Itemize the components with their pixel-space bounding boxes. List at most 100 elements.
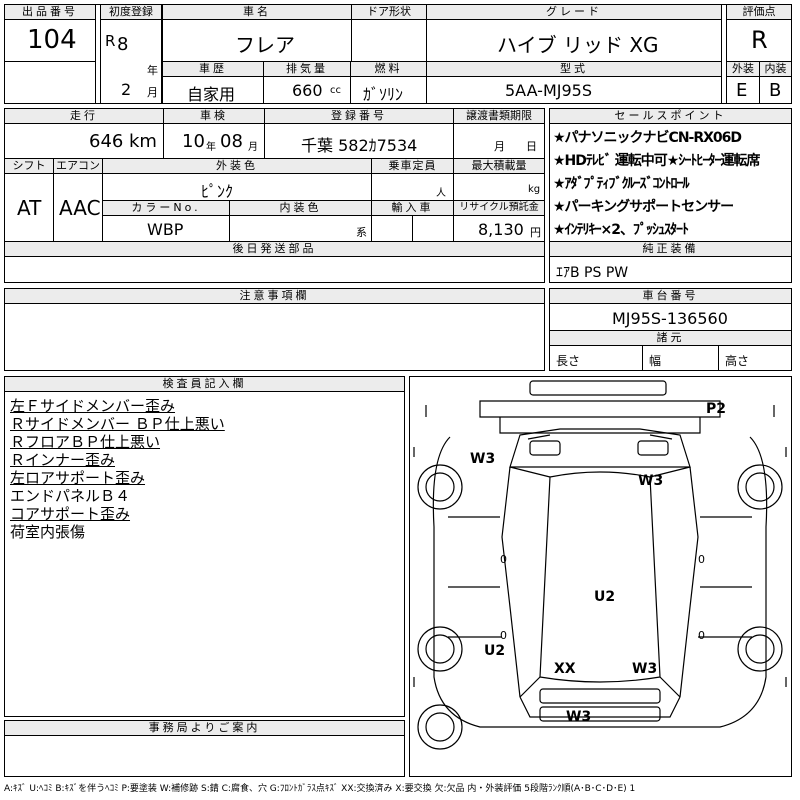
shift-label: シフト [4,158,54,174]
grade-label: グレード [426,4,722,20]
capacity-cell: 人 [371,173,454,201]
transfer-month: 月 [494,140,505,153]
int-label: 内装 [759,61,792,77]
shift-cell: AT [4,173,54,242]
month-unit: 月 [147,86,158,99]
dims-length: 長さ [556,354,581,368]
lot-blank-cell [4,61,96,104]
dims-height: 高さ [725,354,750,368]
mark-u2-roof: U2 [594,589,615,605]
ext-cell: E [726,76,760,104]
score-label: 評価点 [726,4,792,20]
sales-point: ★パーキングサポートセンサー [553,199,734,215]
inspector-remark: コアサポート歪み [10,505,131,523]
capacity-label: 乗車定員 [371,158,454,174]
inspector-remark: Ｒサイドメンバー ＢＰ仕上悪い [10,415,225,433]
equipment-cell: ｴｱB PS PW [549,256,792,283]
import-cell-a [371,215,413,242]
year-unit: 年 [147,64,158,77]
mileage-cell: 646 km [4,123,164,159]
shift: AT [17,196,42,220]
later-parts-label: 後日発送部品 [4,241,545,257]
insp-year: 10 [182,131,205,152]
equipment: ｴｱB PS PW [556,265,629,281]
sales-point: ★パナソニックナビCN-RX06D [553,130,742,146]
load-label: 最大積載量 [453,158,545,174]
load-cell: kg [453,173,545,201]
mileage-label: 走行 [4,108,164,124]
score-cell: R [726,19,792,62]
intcolor-unit: 系 [356,226,367,239]
mark-w3-front-left: W3 [470,451,495,467]
car-name: フレア [235,33,295,57]
chassis-number: MJ95S-136560 [612,309,728,328]
color: ﾋﾟﾝｸ [201,182,234,201]
ext-score: E [736,80,748,101]
cc-label: 排気量 [263,61,351,77]
insp-year-unit: 年 [206,142,216,153]
era: R [105,32,116,50]
grade-cell: ハイブ リッド XG [426,19,722,62]
inspector-box: 左Ｆサイドメンバー歪み Ｒサイドメンバー ＢＰ仕上悪い ＲフロアＢＰ仕上悪い Ｒ… [4,391,405,717]
color-label: 外装色 [102,158,372,174]
ext-label: 外装 [726,61,760,77]
sales-point: ★ｱﾀﾞﾌﾟﾃｨﾌﾞｸﾙｰｽﾞｺﾝﾄﾛｰﾙ [553,176,690,192]
fuel: ｶﾞｿﾘﾝ [363,85,404,104]
car-diagram-frame: 0 0 0 0 P2 W3 W3 U2 U2 XX W3 W3 [409,376,792,777]
reg-year: 8 [117,34,129,55]
cc-cell: 660 cc [263,76,351,104]
insp-month-unit: 月 [248,142,258,153]
plate: 千葉 582ｶ7534 [301,136,418,155]
aircon-label: エアコン [53,158,103,174]
lot-number-label: 出品番号 [4,4,96,20]
inspection-label: 車検 [163,108,265,124]
mileage: 646 [89,131,124,152]
inspector-remark: 左ロアサポート歪み [10,469,146,487]
cc: 660 [292,81,323,100]
int-cell: B [759,76,792,104]
reg-month: 2 [121,80,132,99]
history: 自家用 [187,85,236,104]
mark-xx: XX [554,661,576,677]
mark-p2: P2 [706,401,726,417]
lot-number: 104 [27,25,77,55]
sales-label: セールスポイント [549,108,792,124]
later-parts-cell [4,256,545,283]
car-name-cell: フレア [162,19,352,62]
score: R [751,26,768,54]
transfer-label: 譲渡書類期限 [453,108,545,124]
sales-box: ★パナソニックナビCN-RX06D ★HDﾃﾚﾋﾞ 運転中可★ｼｰﾄﾋｰﾀｰ運転… [549,123,792,242]
inspector-label: 検査員記入欄 [4,376,405,392]
door-label: ドア形状 [351,4,427,20]
model: 5AA-MJ95S [505,81,592,100]
mark-w3-front-right: W3 [638,473,663,489]
dims-height-cell: 高さ [718,345,792,371]
aircon-cell: AAC [53,173,103,242]
legend: A:ｷｽﾞ U:ﾍｺﾐ B:ｷｽﾞを伴うﾍｺﾐ P:要塗装 W:補修跡 S:錆 … [4,784,636,794]
svg-text:0: 0 [500,553,507,566]
mark-w3-rear-right: W3 [632,661,657,677]
colorno: WBP [147,220,184,239]
equipment-label: 純正装備 [549,241,792,257]
colorno-cell: WBP [102,215,230,242]
transfer-cell: 月 日 [453,123,545,159]
model-label: 型式 [426,61,722,77]
plate-label: 登録番号 [264,108,454,124]
first-reg-cell: R 8 年 2 月 [100,19,162,104]
inspector-remark: 荷室内張傷 [10,523,86,541]
inspector-remark: Ｒインナー歪み [10,451,116,469]
svg-text:0: 0 [698,553,705,566]
inspection-cell: 10 年 08 月 [163,123,265,159]
fuel-cell: ｶﾞｿﾘﾝ [350,76,427,104]
mileage-unit: km [129,131,157,152]
lot-number-cell: 104 [4,19,96,62]
dims-width: 幅 [649,354,662,368]
notes-label: 注意事項欄 [4,288,545,304]
recycle-cell: 8,130 円 [453,215,545,242]
dims-width-cell: 幅 [642,345,719,371]
history-label: 車歴 [162,61,264,77]
colorno-label: カラーNo. [102,200,230,216]
chassis-label: 車台番号 [549,288,792,304]
history-cell: 自家用 [162,76,264,104]
office-box [4,735,405,777]
